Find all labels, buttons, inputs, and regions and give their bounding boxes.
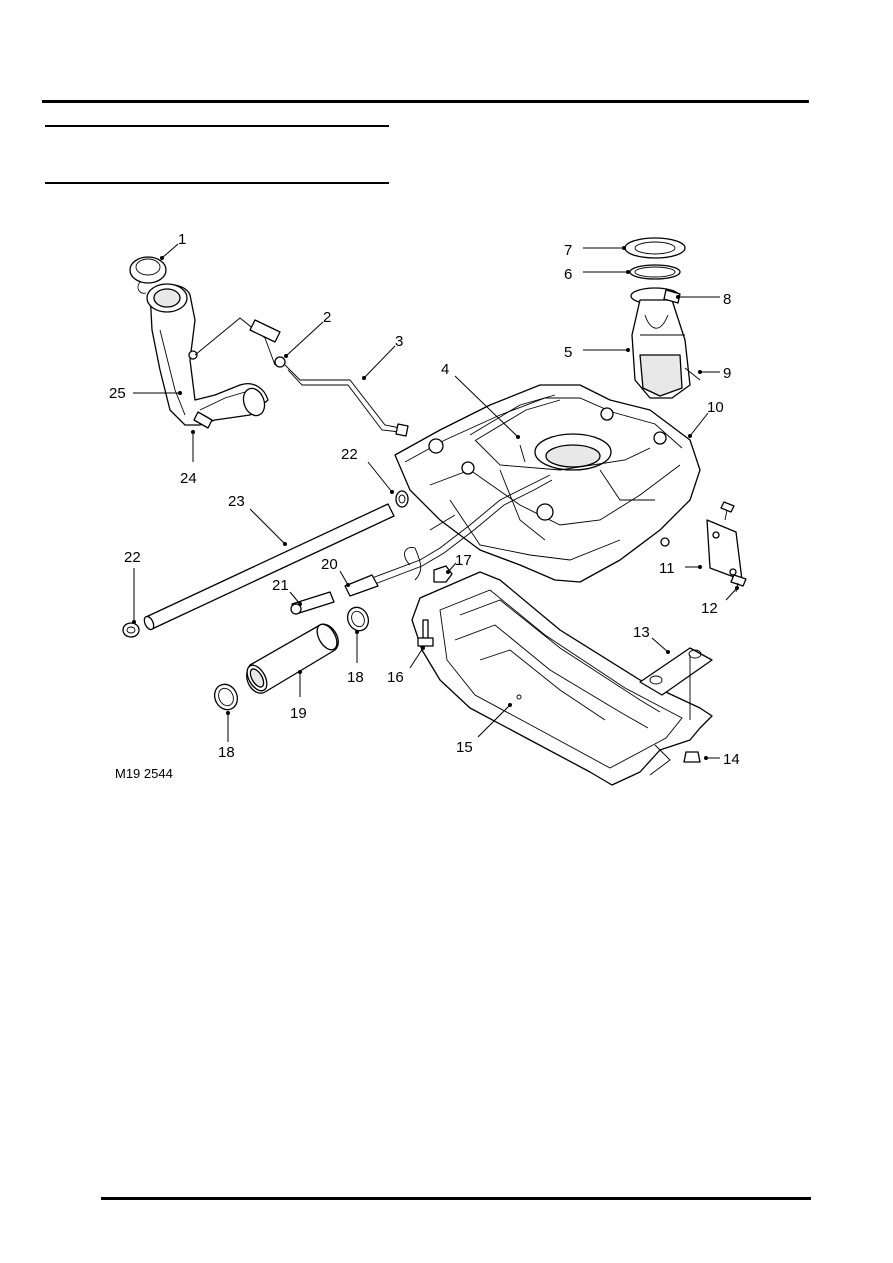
breather-pipe (143, 503, 395, 631)
callout-1: 1 (178, 231, 186, 248)
callout-22-lower: 22 (124, 549, 141, 566)
callout-4: 4 (441, 361, 449, 378)
callout-25: 25 (109, 385, 126, 402)
tank-bracket (706, 519, 743, 581)
locking-ring (624, 237, 686, 259)
header-rule-section-upper (45, 125, 389, 127)
shield-strap (639, 647, 713, 720)
callout-15: 15 (456, 739, 473, 756)
bracket-screw-upper (720, 501, 735, 521)
hose-clamp-right (346, 606, 370, 632)
callout-21: 21 (272, 577, 289, 594)
footer-rule (101, 1197, 811, 1200)
fuel-pump-module (630, 287, 701, 399)
callout-13: 13 (633, 624, 650, 641)
nut (433, 565, 453, 583)
heat-shield (411, 571, 713, 786)
breather-line (284, 364, 409, 437)
bracket-screw-lower (730, 574, 747, 593)
callout-11: 11 (659, 560, 675, 577)
callout-16: 16 (387, 669, 404, 686)
callout-8: 8 (723, 291, 731, 308)
clip-lower (122, 622, 140, 638)
breather-valve (194, 317, 286, 368)
bolt (417, 619, 434, 647)
callout-2: 2 (323, 309, 331, 326)
leader-lines (132, 243, 739, 760)
header-rule-section-lower (45, 182, 389, 184)
callout-24: 24 (180, 470, 197, 487)
filler-neck (146, 283, 269, 429)
callout-12: 12 (701, 600, 718, 617)
callout-18: 18 (347, 669, 364, 686)
callout-20: 20 (321, 556, 338, 573)
clip-upper (395, 490, 409, 508)
callout-6: 6 (564, 266, 572, 283)
pump-seal (629, 264, 681, 280)
callout-19: 19 (290, 705, 307, 722)
callout-17: 17 (455, 552, 472, 569)
hose-clamp-left (213, 683, 239, 711)
callout-18-lower: 18 (218, 744, 235, 761)
breather-hose (344, 474, 553, 597)
callout-9: 9 (723, 365, 731, 382)
callout-23: 23 (228, 493, 245, 510)
filler-cap (129, 256, 167, 294)
figure-id: M19 2544 (115, 766, 173, 781)
filler-hose (246, 623, 339, 694)
callout-labels: 1 2 3 4 5 6 7 8 9 10 11 12 13 14 15 16 1… (109, 231, 740, 768)
shield-fixing-nut (683, 751, 701, 763)
callout-3: 3 (395, 333, 403, 350)
header-rule-top (42, 100, 809, 103)
callout-5: 5 (564, 344, 572, 361)
hose-connector (290, 591, 335, 615)
fuel-tank (394, 384, 701, 583)
callout-10: 10 (707, 399, 724, 416)
callout-7: 7 (564, 242, 572, 259)
callout-14: 14 (723, 751, 740, 768)
callout-22: 22 (341, 446, 358, 463)
